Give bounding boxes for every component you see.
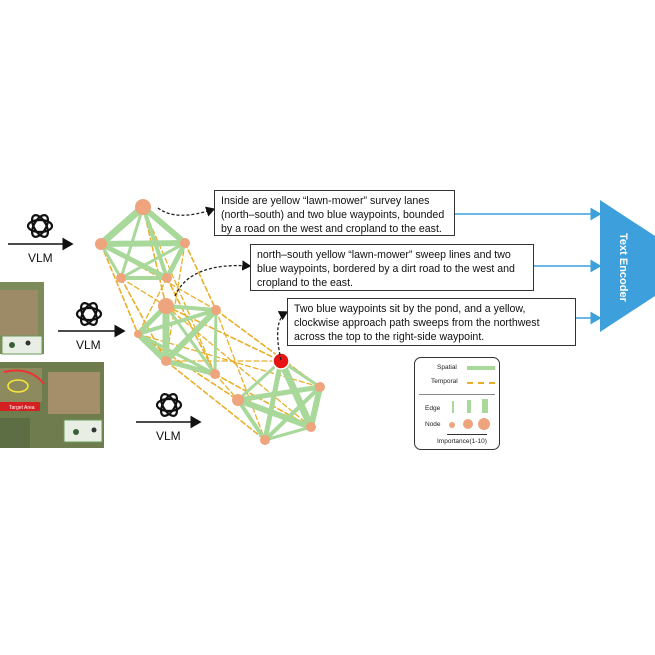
temporal-edge: [215, 309, 266, 441]
satellite-thumbnail-1: [0, 282, 44, 355]
spatial-edge: [236, 398, 267, 442]
graph-node: [260, 435, 270, 445]
openai-logo-icon: [155, 393, 183, 417]
graph-node: [162, 273, 172, 283]
graph-node: [306, 422, 316, 432]
graph-nodes: [95, 199, 325, 445]
connector-1: [157, 206, 216, 217]
graph-node: [232, 394, 244, 406]
satellite-thumbnail-2: Target Area: [0, 362, 104, 448]
graph-node: [95, 238, 107, 250]
spatial-edge: [263, 385, 322, 442]
legend-node-medium: [463, 419, 473, 429]
temporal-edge: [120, 277, 167, 307]
legend-node-small: [449, 422, 455, 428]
spatial-edge: [236, 359, 283, 402]
legend-node-large: [478, 418, 490, 430]
temporal-edge: [142, 206, 216, 375]
spatial-edge: [164, 240, 188, 281]
legend-spatial-swatch: [467, 366, 495, 370]
spatial-edge: [98, 241, 170, 281]
legend-edge-label: Edge: [425, 405, 441, 412]
description-text-2: north–south yellow “lawn-mower” sweep li…: [257, 249, 515, 290]
description-text-3: Two blue waypoints sit by the pond, and …: [294, 303, 540, 344]
legend-edge-medium: [467, 400, 471, 413]
legend-temporal-label: Temporal: [431, 378, 458, 385]
spatial-edge: [136, 308, 218, 336]
graph-node: [134, 330, 142, 338]
legend-importance-arrow: [447, 434, 487, 435]
description-box-1: Inside are yellow “lawn-mower” survey la…: [214, 190, 455, 236]
graph-node: [211, 305, 221, 315]
graph-node: [158, 298, 174, 314]
legend-temporal-swatch: [467, 382, 495, 384]
legend: Spatial Temporal Edge Node Importance(1-…: [414, 357, 500, 450]
temporal-edge: [165, 360, 266, 441]
spatial-edge: [262, 358, 284, 443]
legend-importance-label: Importance(1-10): [437, 438, 487, 445]
temporal-edge: [120, 277, 167, 362]
highlighted-node: [272, 352, 290, 370]
vlm-label-1: VLM: [28, 251, 53, 265]
temporal-edge: [165, 305, 282, 362]
legend-spatial-label: Spatial: [437, 364, 457, 371]
temporal-edge: [137, 277, 168, 335]
spatial-edge: [263, 425, 313, 442]
graph-node: [116, 273, 126, 283]
vlm-label-3: VLM: [156, 429, 181, 443]
encoder-label: Text Encoder: [617, 233, 629, 302]
graph-node: [210, 369, 220, 379]
spatial-edge: [213, 308, 218, 376]
spatial-edge: [235, 384, 323, 403]
vlm-label-2: VLM: [76, 338, 101, 352]
connector-3: [276, 311, 289, 361]
spatial-edge: [235, 397, 314, 430]
temporal-edge: [184, 242, 217, 311]
description-box-2: north–south yellow “lawn-mower” sweep li…: [250, 244, 534, 291]
openai-logo-icon: [75, 302, 103, 326]
spatial-edge: [163, 358, 218, 377]
graph-node: [180, 238, 190, 248]
legend-edge-thin: [452, 401, 454, 413]
connector-2: [174, 260, 252, 297]
spatial-edge: [164, 304, 218, 312]
legend-edge-thick: [482, 399, 488, 413]
spatial-edge: [308, 384, 323, 430]
legend-divider: [419, 394, 495, 395]
spatial-edge: [140, 204, 188, 246]
temporal-edge: [165, 305, 312, 428]
graph-node: [315, 382, 325, 392]
spatial-edge: [135, 331, 169, 364]
temporal-edge: [100, 243, 139, 335]
description-box-3: Two blue waypoints sit by the pond, and …: [287, 298, 576, 346]
graph-node: [161, 356, 171, 366]
legend-node-label: Node: [425, 421, 441, 428]
spatial-edge: [98, 240, 188, 247]
spatial-edge: [136, 332, 217, 376]
spatial-edge: [277, 357, 315, 431]
encoder-label-line1: Text: [617, 233, 629, 255]
target-area-badge: [0, 402, 40, 411]
text-encoder-block: [600, 200, 655, 332]
openai-logo-icon: [26, 214, 54, 238]
description-text-1: Inside are yellow “lawn-mower” survey la…: [221, 195, 445, 236]
spatial-edge: [99, 242, 123, 280]
graph-node: [135, 199, 151, 215]
target-area-label: Target Area: [9, 405, 35, 411]
spatial-edge: [97, 203, 147, 248]
spatial-edge: [119, 241, 187, 280]
temporal-edge: [166, 277, 216, 375]
encoder-label-line2: Encoder: [617, 257, 629, 302]
